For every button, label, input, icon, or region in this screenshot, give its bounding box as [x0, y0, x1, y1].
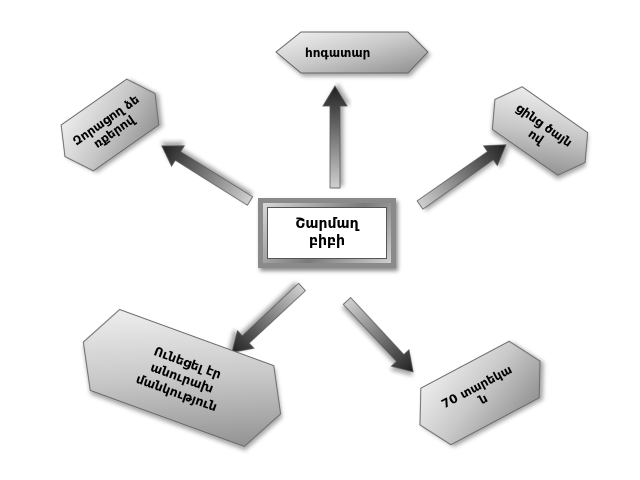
node-top-label: հոգատար [305, 46, 371, 60]
node-top-shape [275, 31, 429, 74]
arrow-to-top-right [416, 144, 507, 210]
arrow-to-top-left [161, 145, 254, 206]
arrow-to-top [322, 85, 348, 189]
node-bottom-left-shape [82, 308, 282, 448]
arrow-to-bottom-left [231, 282, 306, 353]
arrow-to-bottom-right [342, 297, 414, 373]
center-node: Շարմաղ բիբի [258, 198, 396, 268]
node-bottom-right-shape [419, 340, 541, 446]
node-top-left-shape [60, 78, 160, 172]
node-top-right-shape [491, 86, 589, 176]
center-node-label: Շարմաղ բիբի [267, 207, 387, 259]
